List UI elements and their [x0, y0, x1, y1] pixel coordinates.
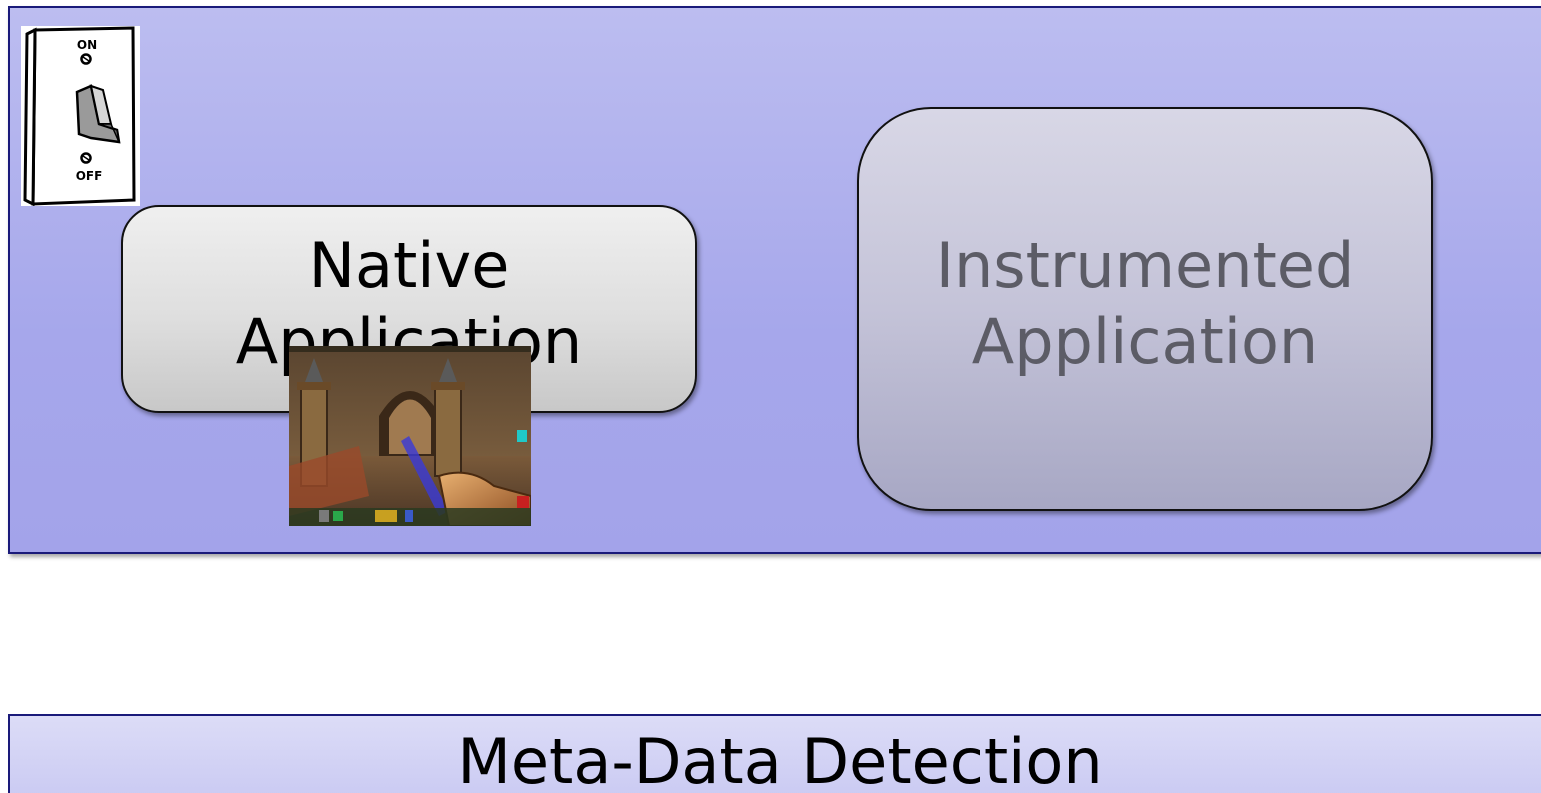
instrumented-application-label: Instrumented Application: [935, 229, 1355, 378]
native-application-box: Native Application: [121, 205, 697, 413]
switch-off-label: OFF: [76, 169, 103, 183]
meta-data-detection-label: Meta-Data Detection: [457, 725, 1103, 793]
meta-data-detection-bar: Meta-Data Detection: [8, 714, 1541, 793]
light-switch-icon: ON OFF: [21, 26, 140, 207]
switch-on-label: ON: [77, 38, 97, 52]
instrumented-application-box: Instrumented Application: [857, 107, 1433, 511]
game-screenshot-image: [289, 346, 531, 526]
